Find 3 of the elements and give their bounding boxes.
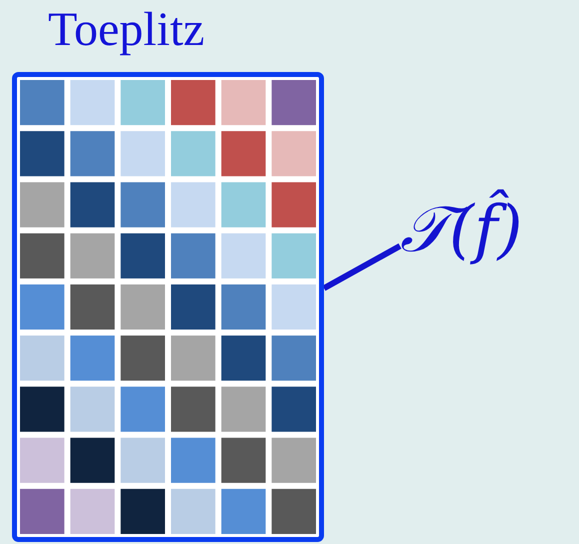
matrix-symbol: 𝒯(f̂) xyxy=(400,190,523,270)
leader-line xyxy=(322,243,402,291)
matrix-title: Toeplitz xyxy=(48,2,205,58)
